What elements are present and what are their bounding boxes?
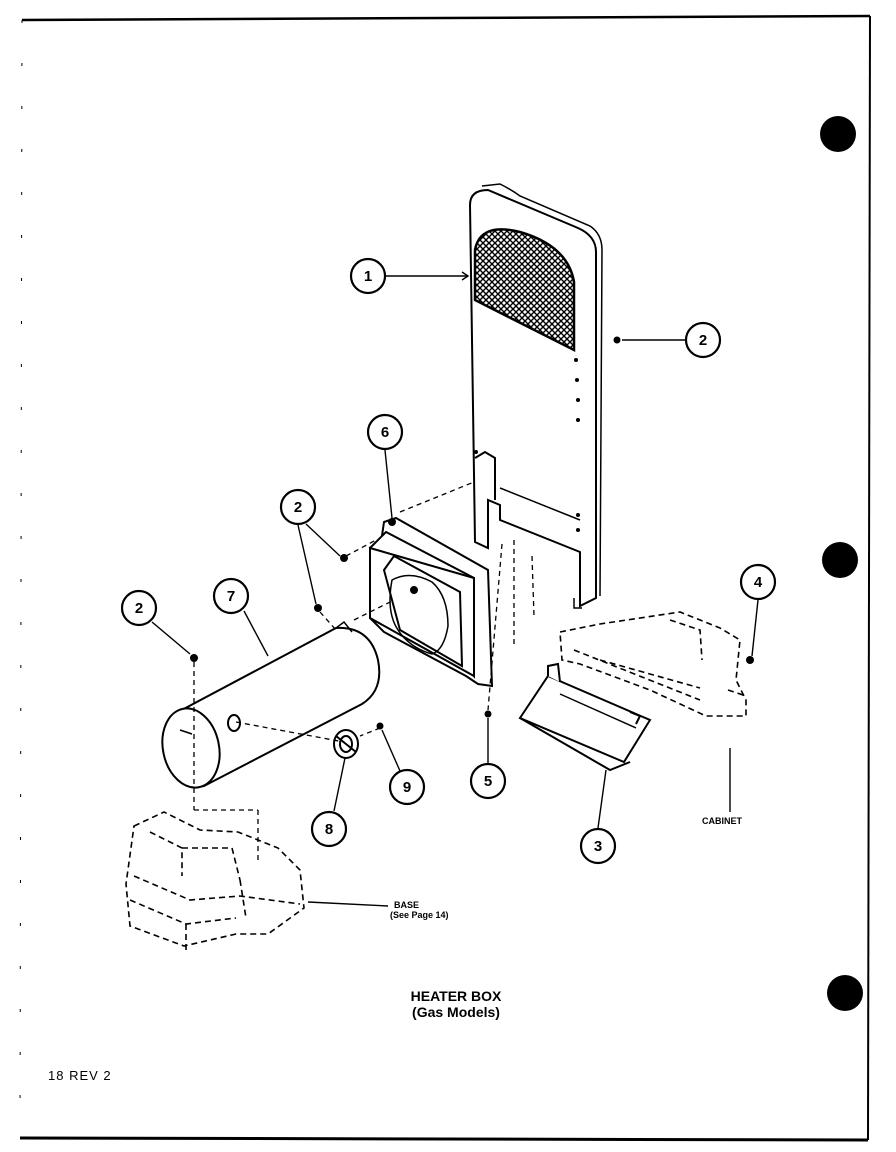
callout-number: 1 (364, 268, 372, 285)
callout-number: 9 (403, 779, 411, 796)
callout-circle (279, 488, 317, 526)
binder-holes (820, 116, 863, 1011)
callout-number: 8 (325, 821, 333, 838)
screw (190, 654, 198, 662)
diagram-title: HEATER BOX (Gas Models) (0, 988, 896, 1020)
callout-leaders (151, 271, 759, 907)
screw (484, 710, 492, 718)
cabinet-reference (559, 611, 747, 717)
base-reference (125, 811, 305, 952)
callout-number: 2 (294, 499, 302, 516)
callout-c3: 3 (579, 827, 617, 865)
callout-circle (349, 257, 387, 295)
base-label-line1: BASE (394, 900, 420, 910)
callout-number: 5 (484, 773, 492, 790)
callout-circle (739, 563, 777, 601)
screw (746, 656, 754, 664)
callout-c9: 9 (388, 768, 426, 806)
callout-number: 2 (135, 600, 143, 617)
screw (613, 336, 621, 344)
binder-hole (822, 542, 858, 578)
callout-number: 2 (699, 332, 707, 349)
callout-c5: 5 (469, 762, 507, 800)
screw (376, 722, 384, 730)
callout-circle (579, 827, 617, 865)
part-8-igniter (333, 729, 359, 759)
callout-number: 4 (754, 574, 763, 591)
callout-circle (388, 768, 426, 806)
assembly-leader-lines (193, 481, 535, 860)
callout-c7: 7 (212, 577, 250, 615)
binder-hole (827, 975, 863, 1011)
screw (314, 604, 322, 612)
base-label-line2: (See Page 14) (390, 910, 449, 920)
callout-c6: 6 (366, 413, 404, 451)
screw (340, 554, 348, 562)
callout-c8: 8 (310, 810, 348, 848)
callout-number: 6 (381, 424, 389, 441)
binder-hole (820, 116, 856, 152)
base-label: BASE (See Page 14) (390, 900, 449, 920)
callout-circle (684, 321, 722, 359)
callout-c1: 1 (349, 257, 387, 295)
callout-bubbles: 1 2 6 2 4 2 7 9 5 8 3 (120, 257, 777, 865)
callout-circle (469, 762, 507, 800)
callout-circle (366, 413, 404, 451)
part-7-burner-tube (161, 620, 381, 789)
page-border (19, 14, 871, 1142)
callout-c4: 4 (739, 563, 777, 601)
callout-number: 7 (227, 588, 235, 605)
screws (190, 336, 754, 730)
diagram-title-line2: (Gas Models) (412, 1004, 500, 1020)
callout-number: 3 (594, 838, 602, 855)
part-3-bracket (518, 662, 652, 772)
callout-circle (310, 810, 348, 848)
callout-circle (212, 577, 250, 615)
callout-c2c: 2 (120, 589, 158, 627)
cabinet-label: CABINET (702, 816, 742, 826)
part-6-duct-transition (368, 516, 494, 688)
page-number: 18 REV 2 (48, 1068, 112, 1083)
callout-circle (120, 589, 158, 627)
callout-c2a: 2 (684, 321, 722, 359)
diagram-title-line1: HEATER BOX (410, 988, 502, 1004)
callout-c2b: 2 (279, 488, 317, 526)
part-1-back-panel (468, 183, 603, 609)
